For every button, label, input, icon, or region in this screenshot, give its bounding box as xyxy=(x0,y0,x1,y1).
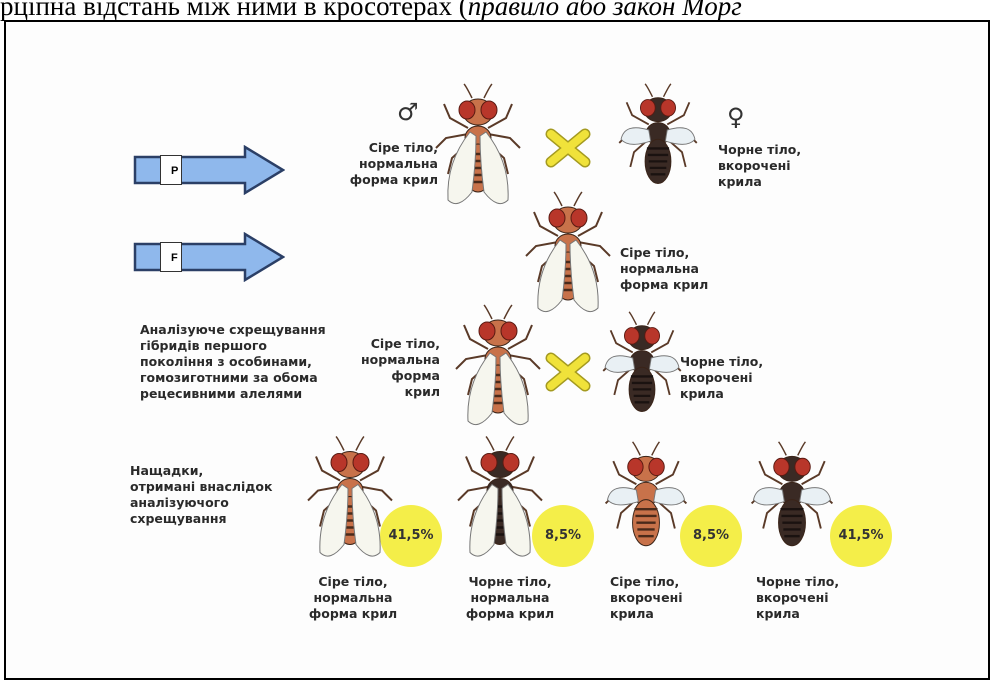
f-generation-arrow xyxy=(133,232,285,282)
fly-parent-female-icon xyxy=(608,82,708,202)
fly-f1-icon xyxy=(518,190,618,320)
p-generation-label: P xyxy=(160,155,182,185)
fly-test-right-icon xyxy=(592,310,692,430)
fly-offspring-4-icon xyxy=(742,440,842,565)
top-text-prefix: рціпна відстань між ними в кросотерах ( xyxy=(0,0,468,21)
p-generation-arrow xyxy=(133,145,285,195)
top-text-italic: правило або закон Морг xyxy=(468,0,742,21)
fly-test-left-icon xyxy=(448,303,548,433)
fly-offspring-1-icon xyxy=(300,432,400,567)
test-cross-icon xyxy=(545,352,591,392)
fly-offspring-2-icon xyxy=(450,432,550,567)
page-top-text: рціпна відстань між ними в кросотерах (п… xyxy=(0,0,993,21)
parents-cross-icon xyxy=(545,128,591,168)
male-symbol-icon: ♂ xyxy=(397,98,419,126)
f-generation-label: F xyxy=(160,242,182,272)
fly-offspring-3-icon xyxy=(596,440,696,565)
fly-parent-male-icon xyxy=(428,82,528,212)
female-symbol-icon: ♀ xyxy=(727,103,745,131)
